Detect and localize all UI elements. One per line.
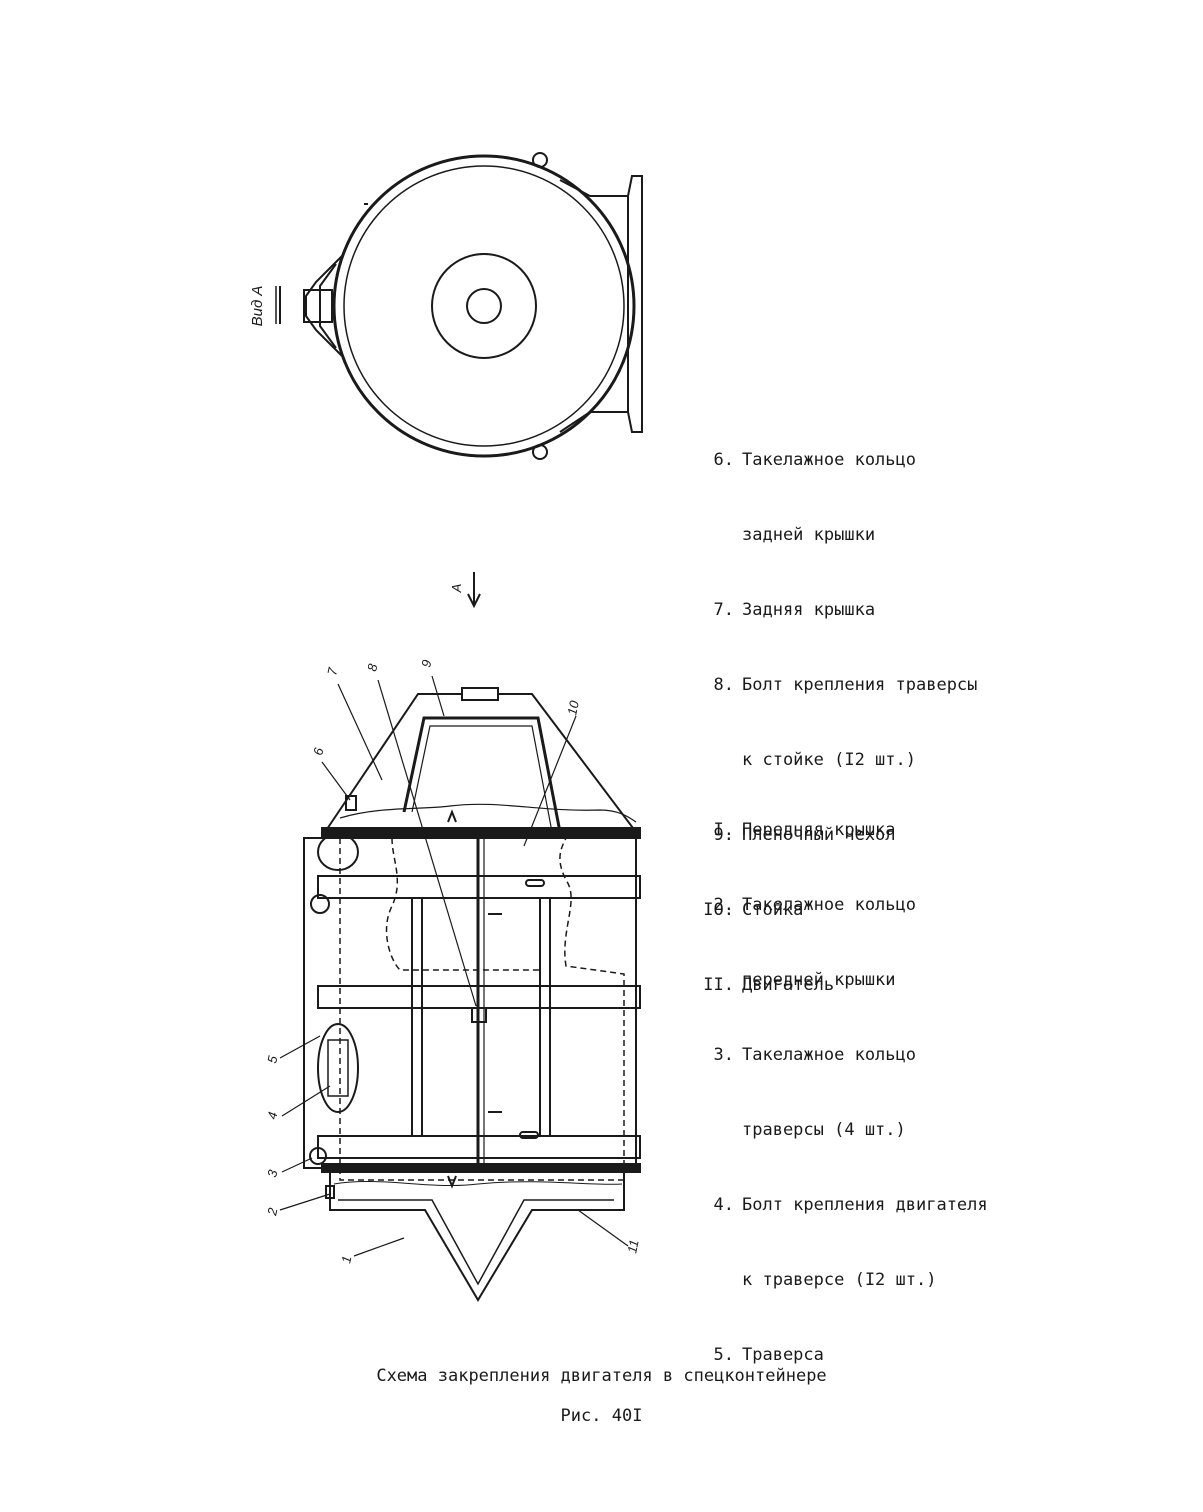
film-cover-9 (339, 803, 637, 823)
top-flange (321, 827, 641, 839)
legend-num: 9. (713, 825, 734, 845)
front-cover-1 (329, 1171, 625, 1302)
callout-4: 4 (264, 1110, 280, 1120)
engine-outline-circle (431, 253, 537, 359)
callout-2: 2 (264, 1206, 281, 1218)
callout-5: 5 (264, 1054, 280, 1065)
legend-top: 6. Такелажное кольцо задней крышки 7. Задн… (700, 398, 977, 1023)
rear-cover-outer-ring (332, 154, 636, 458)
legend-text: к стойке (I2 шт.) (742, 750, 916, 770)
legend-text: задней крышки (742, 525, 876, 545)
legend-text: к траверсе (I2 шт.) (742, 1270, 937, 1290)
legend-num: II. (703, 975, 734, 995)
callout-1: 1 (338, 1254, 354, 1264)
bottom-flange (321, 1163, 641, 1173)
view-a-label: Вид А (249, 286, 266, 327)
callout-6: 6 (310, 746, 326, 757)
legend-text: Такелажное кольцо (742, 450, 916, 470)
legend-num: IO. (703, 900, 734, 920)
callout-leaders (279, 675, 629, 1257)
rigging-ring-bottom (532, 444, 548, 460)
legend-num: I. (713, 820, 734, 840)
legend-text: Такелажное кольцо (742, 895, 916, 915)
figure-caption: Схема закрепления двигателя в спецконтей… (376, 1366, 827, 1386)
container-body (303, 837, 637, 1169)
callout-8: 8 (364, 662, 380, 673)
legend-num: 6. (713, 450, 734, 470)
engine-11 (339, 837, 625, 1181)
callout-11: 11 (624, 1238, 641, 1254)
legend-text: Пленочный чехол (742, 825, 896, 845)
legend-num: 5. (713, 1345, 734, 1365)
legend-num: 7. (713, 600, 734, 620)
callout-7: 7 (324, 666, 340, 677)
callout-3: 3 (264, 1168, 280, 1179)
legend-text: Такелажное кольцо (742, 1045, 916, 1065)
callout-10: 10 (564, 699, 582, 717)
view-a-drawing: Вид А (249, 152, 643, 460)
left-bracket (305, 255, 343, 357)
figure-number: Рис. 40I (560, 1406, 643, 1426)
container-side-view (303, 687, 641, 1302)
legend-num: 3. (713, 1045, 734, 1065)
rigging-ring-top (532, 152, 548, 168)
legend-text: Стойка (742, 900, 804, 920)
legend-num: 8. (713, 675, 734, 695)
legend-num: 4. (713, 1195, 734, 1215)
legend-text: траверсы (4 шт.) (742, 1120, 906, 1140)
legend-text: Передняя крышка (742, 820, 896, 840)
right-stand-bracket (559, 175, 643, 433)
legend-text: Болт крепления двигателя (742, 1195, 988, 1215)
legend-text: Траверса (742, 1345, 824, 1365)
stand-10 (402, 716, 562, 833)
callout-numbers: 7 8 9 10 6 5 4 3 2 1 11 (264, 658, 642, 1264)
legend-bottom: I. Передняя крышка 2. Такелажное кольцо пе… (700, 768, 988, 1393)
engine-hub-circle (466, 288, 502, 324)
legend-text: Болт крепления траверсы (742, 675, 978, 695)
callout-9: 9 (418, 658, 434, 668)
legend-text: передней крышки (742, 970, 896, 990)
view-arrow: А (449, 572, 481, 609)
legend-text: Двигатель (742, 975, 835, 995)
legend-num: 2. (713, 895, 734, 915)
legend-text: Задняя крышка (742, 600, 876, 620)
view-arrow-label: А (449, 584, 464, 594)
